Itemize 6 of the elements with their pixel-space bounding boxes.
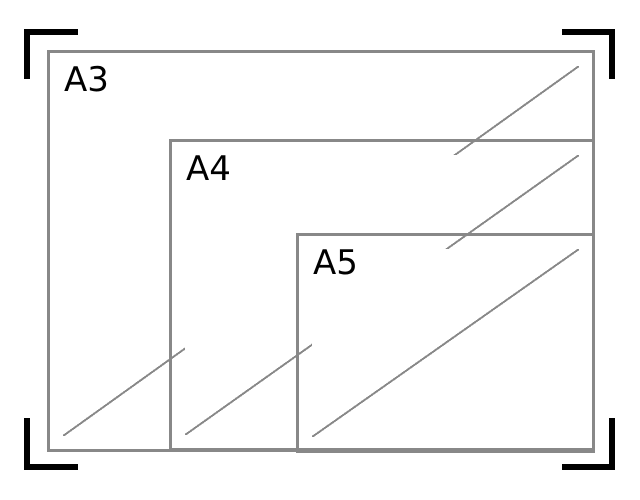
size-label: A5 — [313, 246, 358, 280]
paper-sheet — [296, 233, 595, 453]
size-label: A4 — [186, 152, 231, 186]
size-label: A3 — [64, 63, 109, 97]
paper-sheet — [47, 50, 595, 452]
paper-sheet — [169, 139, 595, 451]
